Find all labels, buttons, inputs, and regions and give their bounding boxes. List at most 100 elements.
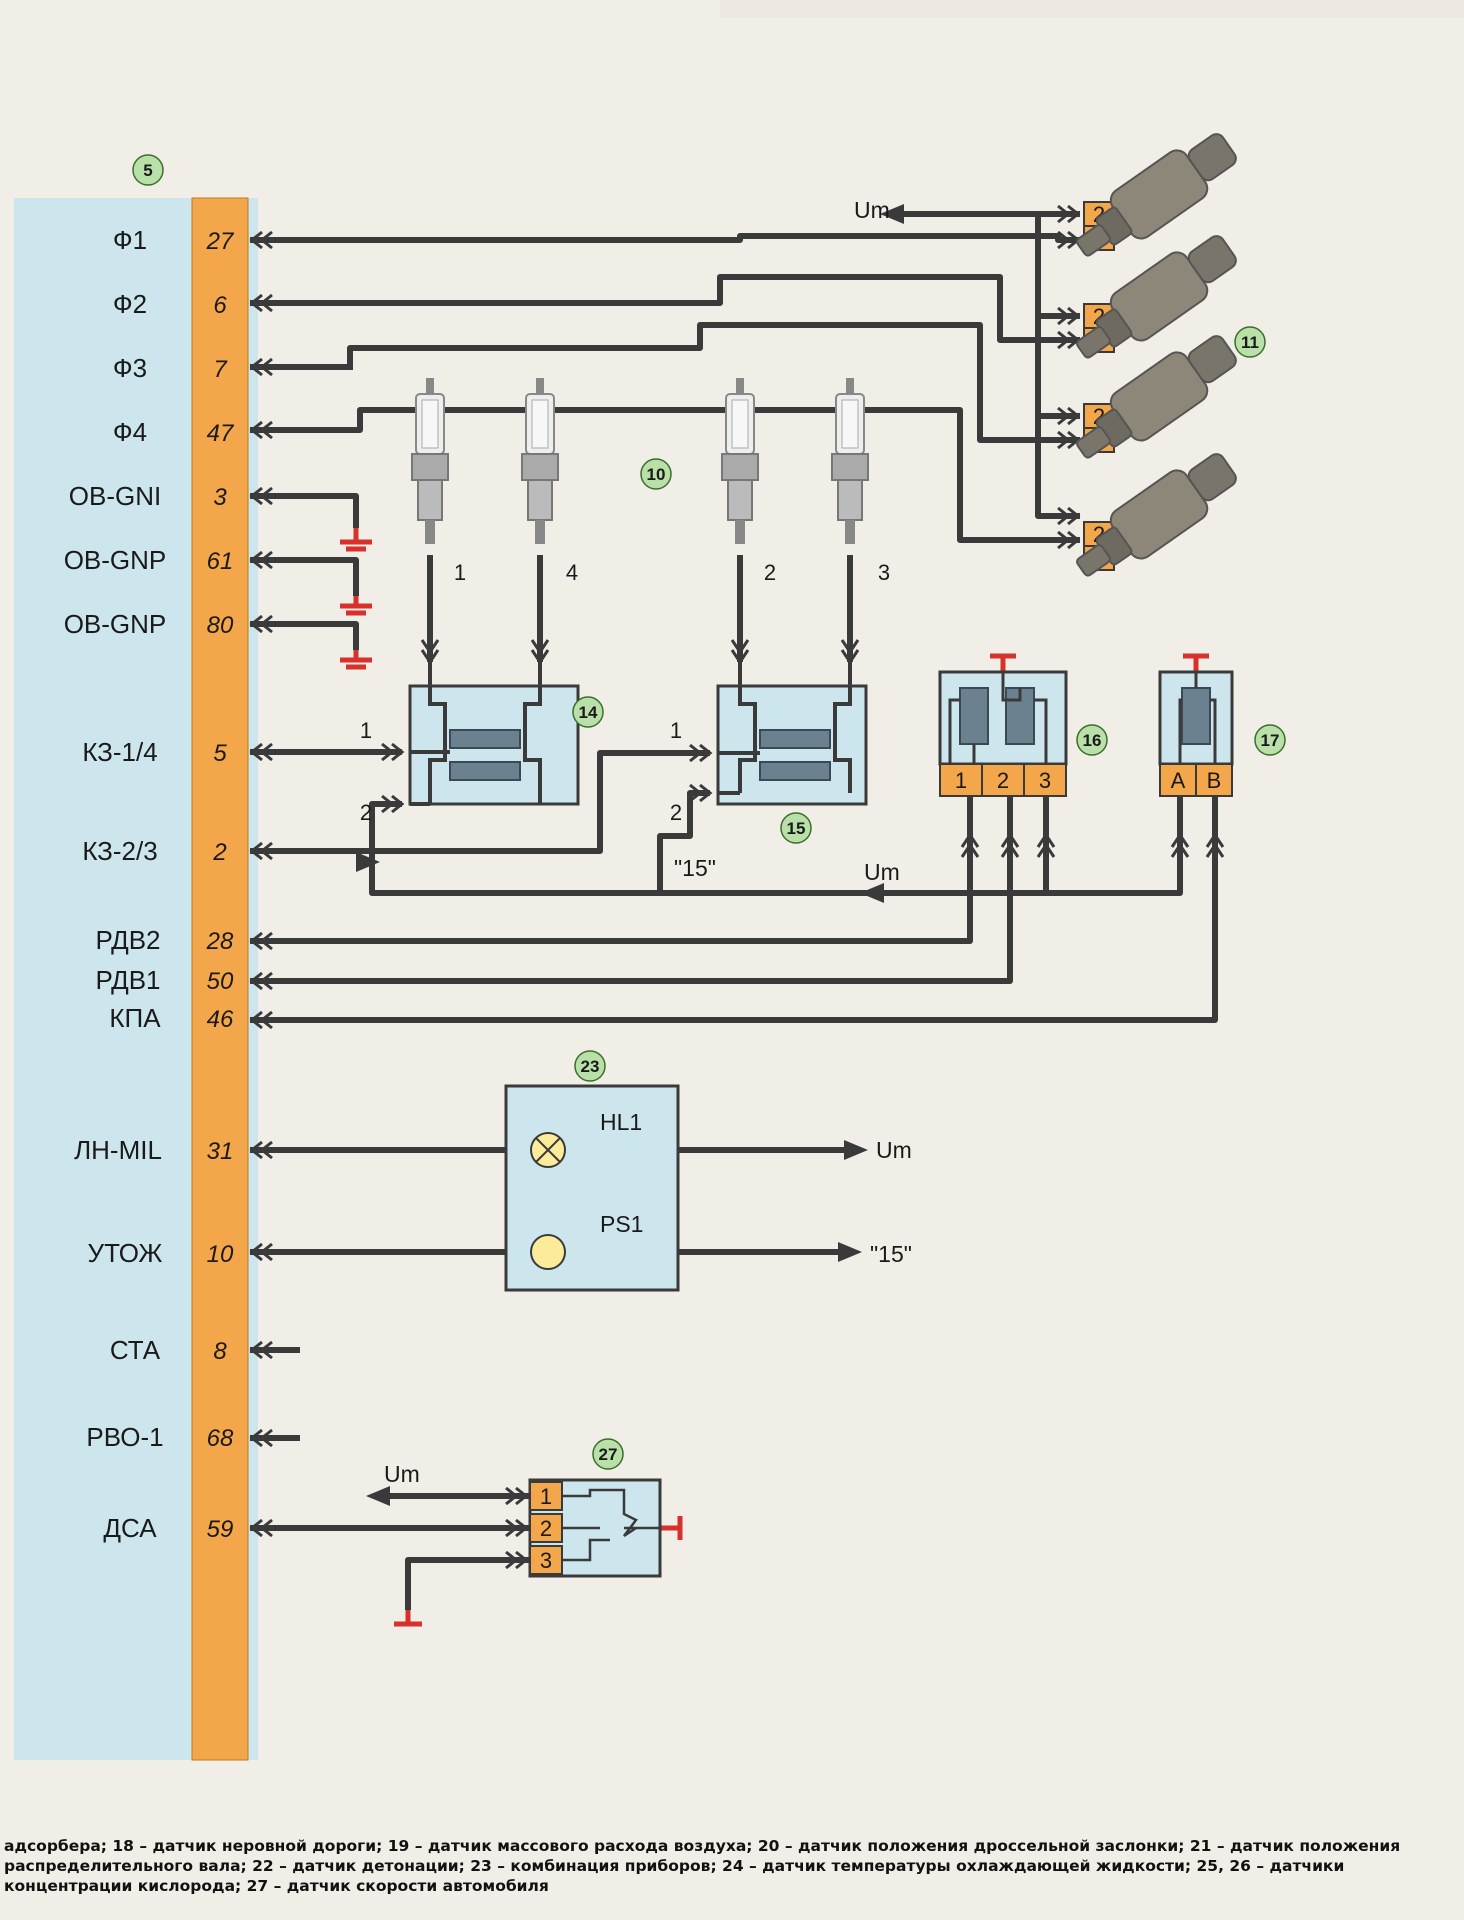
sensor-17-pin-a: A [1171,768,1186,793]
warning-lamp-icon [530,1132,566,1168]
ecu-pin: КЗ-2/3 2 [82,836,226,866]
coil-14-badge: 14 [572,696,604,728]
ground-icon [990,653,1016,672]
ecu-pin: СТА 8 [110,1335,227,1365]
wire-rdv2 [250,835,973,944]
coil-14-input-1: 1 [360,718,372,743]
arrow-um-mil [844,1140,868,1160]
wire-dsa-gnd [405,1557,530,1610]
sensor-16-pin-3: 3 [1039,768,1051,793]
ecu-number: 5 [143,161,152,180]
wire-um-injectors [900,211,1080,519]
pin-label: Ф2 [113,289,147,319]
pin-number: 27 [206,228,235,255]
injector: 2 1 [1076,453,1237,577]
ecu-pin: ДСА 59 [103,1513,233,1543]
ecu-pin: УТОЖ 10 [88,1238,234,1268]
pin-number: 3 [213,484,227,511]
solid-arrows [356,204,904,1506]
pin-number: 80 [207,612,234,639]
speed-sensor-pin-1: 1 [540,1484,552,1509]
ground-icon [340,596,372,616]
arrow-15-ps1 [838,1242,862,1262]
pin-label: Ф1 [113,225,147,255]
wire-s17-pinA [1060,835,1183,896]
ign-15-label-ps1: "15" [870,1241,912,1267]
pin-number: 10 [207,1241,234,1268]
spark-plugs: 1 4 2 3 10 [411,378,890,585]
ps1-label: PS1 [600,1211,643,1237]
pin-number: 46 [207,1006,234,1033]
um-label-coils: Um [864,859,900,885]
spark-plug [831,378,869,544]
ecu-chevrons [249,230,273,1538]
sensor-16-pin-1: 1 [955,768,967,793]
pin-label: Ф3 [113,353,147,383]
coil-15-input-1: 1 [670,718,682,743]
gauge-icon [530,1234,566,1270]
ecu-pin: РВО-1 68 [86,1422,234,1452]
ground-icon [660,1516,683,1540]
pin-number: 8 [213,1338,227,1365]
pin-label: КПА [109,1003,161,1033]
wire-obgnp61 [250,557,359,596]
speed-sensor-pin-3: 3 [540,1548,552,1573]
wires [250,211,1218,1610]
speed-sensor-badge: 27 [592,1438,624,1470]
cluster-badge: 23 [574,1050,606,1082]
wire-kz23 [250,750,710,854]
arrow-um-coils [860,883,884,903]
pin-number: 28 [206,928,234,955]
arrow-um-dsa [366,1486,390,1506]
pin-label: РВО-1 [86,1422,163,1452]
pin-label: OB-GNP [64,609,167,639]
pin-label: OB-GNI [69,481,161,511]
coil-15: 1 2 15 [670,662,868,844]
pin-label: Ф4 [113,417,147,447]
um-label-dsa: Um [384,1461,420,1487]
pin-number: 47 [207,420,235,447]
injector: 2 1 [1076,235,1237,359]
um-label-mil: Um [876,1137,912,1163]
pin-number: 6 [213,292,227,319]
injector: 2 1 [1076,133,1237,257]
speed-sensor-pin-2: 2 [540,1516,552,1541]
wire-obgni [250,493,359,528]
spark-plugs-number: 10 [647,465,666,484]
cluster-number: 23 [581,1057,600,1076]
ecu-pin: Ф1 27 [113,225,235,255]
speed-sensor: 1 2 3 27 [528,1438,662,1578]
ecu-pin: Ф4 47 [113,417,235,447]
pin-number: 68 [207,1425,234,1452]
injectors: 2 1 2 1 2 1 [1076,133,1266,577]
ecu-pin: РДВ1 50 [95,965,234,995]
plug-label-1: 1 [454,560,466,585]
pin-label: РДВ1 [95,965,160,995]
ecu-pin: Ф3 7 [113,353,228,383]
pin-label: УТОЖ [88,1238,163,1268]
sensor-17: A B 17 [1158,670,1286,835]
pin-label: КЗ-2/3 [82,836,157,866]
pin-number: 2 [212,839,226,866]
wire-f4 [250,407,1080,543]
spark-plug [411,378,449,544]
pin-label: РДВ2 [95,925,160,955]
sensor-16-pin-2: 2 [997,768,1009,793]
pin-number: 50 [207,968,234,995]
pin-number: 61 [207,548,234,575]
wire-coil15-2 [657,790,710,893]
ecu-pin: Ф2 6 [113,289,227,319]
coil-14-number: 14 [579,703,598,722]
ecu-pin: OB-GNI 3 [69,481,228,511]
ground-icon [340,528,372,552]
injectors-number: 11 [1241,333,1259,352]
sensor-16: 1 2 3 16 [938,670,1108,835]
injector: 2 1 [1076,335,1237,459]
arrow-um-injectors [880,204,904,224]
spark-plugs-badge: 10 [640,458,672,490]
sensor-17-badge: 17 [1254,724,1286,756]
wire-obgnp80 [250,621,359,650]
coil-15-badge: 15 [780,812,812,844]
